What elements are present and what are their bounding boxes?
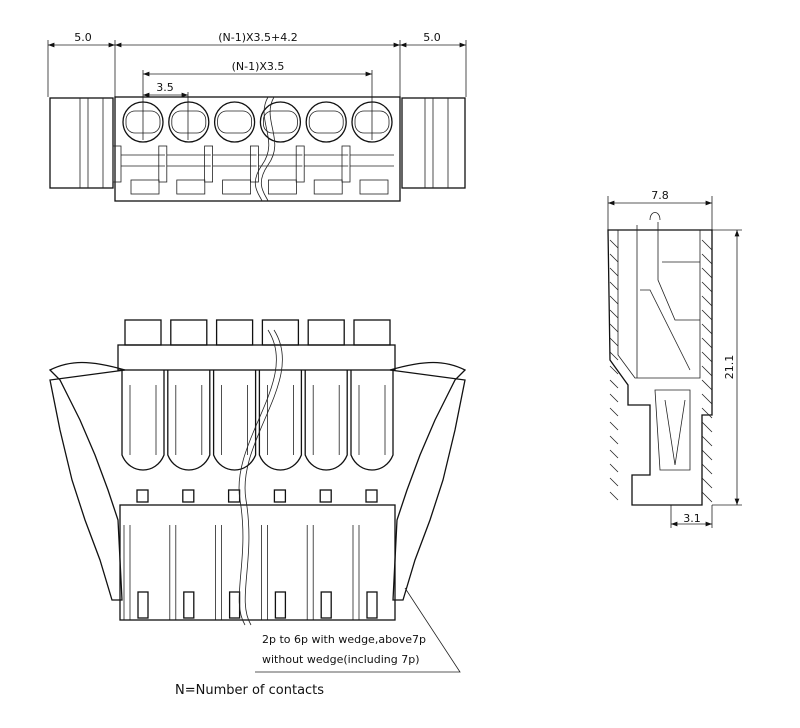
legend-text: N=Number of contacts <box>175 683 324 698</box>
rib <box>341 145 351 183</box>
pin-slot <box>137 591 149 619</box>
top-body <box>114 96 401 202</box>
top-block <box>170 319 208 346</box>
wire-socket <box>167 370 211 471</box>
screw-hole <box>305 101 347 143</box>
top-block <box>353 319 391 346</box>
pin-slot <box>183 591 195 619</box>
front-top-rail <box>117 344 396 371</box>
top-screw-holes <box>112 101 394 195</box>
rib <box>158 145 168 183</box>
screw-slot <box>354 110 390 134</box>
screw-hole <box>122 101 164 143</box>
screw-hole <box>168 101 210 143</box>
front-contacts <box>121 319 394 620</box>
screw-slot <box>171 110 207 134</box>
pin-slot <box>320 591 332 619</box>
foot-notch <box>359 179 389 195</box>
dim-right-label: 5.0 <box>423 31 441 44</box>
window <box>319 489 332 503</box>
pin-slot <box>274 591 287 619</box>
dim-total-label: (N-1)X3.5+4.2 <box>218 31 298 44</box>
side-hatching <box>609 239 713 503</box>
window <box>182 489 195 503</box>
right-flange <box>401 97 466 189</box>
screw-hole <box>213 101 256 143</box>
note-line-2: without wedge(including 7p) <box>262 653 420 666</box>
screw-slot <box>308 110 344 134</box>
dim-left-label: 5.0 <box>74 31 92 44</box>
note-leader-line <box>255 587 461 673</box>
rib <box>112 145 122 183</box>
window <box>136 489 149 503</box>
right-latch <box>389 361 467 601</box>
rib <box>249 145 259 183</box>
window <box>273 489 287 503</box>
pin-slot <box>228 591 241 619</box>
dim-pitch-label: 3.5 <box>156 81 174 94</box>
screw-hole <box>351 101 393 143</box>
wire-socket <box>304 370 348 471</box>
foot-notch <box>176 179 206 195</box>
foot-notch <box>313 179 343 195</box>
pin-slot <box>366 591 378 619</box>
top-block <box>215 319 254 346</box>
top-block <box>261 319 300 346</box>
wire-socket <box>350 370 394 471</box>
dim-height-label: 21.1 <box>723 355 736 380</box>
front-break-line <box>238 329 283 626</box>
break-line <box>254 96 276 202</box>
front-lower-body <box>119 504 396 621</box>
side-view: 7.8 21.1 3.1 <box>607 189 742 528</box>
screw-slot <box>262 110 298 134</box>
rib <box>295 145 305 183</box>
left-latch <box>48 361 126 601</box>
foot-notch <box>130 179 160 195</box>
top-block <box>307 319 345 346</box>
top-dimensions <box>47 40 467 140</box>
note-line-1: 2p to 6p with wedge,above7p <box>262 633 426 646</box>
foot-notch <box>222 179 252 195</box>
screw-slot <box>125 110 161 134</box>
front-view: 2p to 6p with wedge,above7p without wedg… <box>48 319 467 673</box>
top-block <box>124 319 162 346</box>
window <box>365 489 378 503</box>
screw-slot <box>217 110 253 134</box>
window <box>227 489 241 503</box>
dim-bottom-label: 3.1 <box>683 512 701 525</box>
top-view: 5.0 (N-1)X3.5+4.2 5.0 (N-1)X3.5 3.5 <box>47 31 467 202</box>
screw-hole <box>259 101 302 143</box>
wire-socket <box>212 370 257 471</box>
left-flange <box>49 97 114 189</box>
foot-notch <box>267 179 297 195</box>
dim-pitch-span-label: (N-1)X3.5 <box>232 60 285 73</box>
side-housing <box>607 229 713 506</box>
wire-socket <box>258 370 303 471</box>
wire-socket <box>121 370 165 471</box>
dim-width-label: 7.8 <box>651 189 669 202</box>
rib <box>204 145 214 183</box>
